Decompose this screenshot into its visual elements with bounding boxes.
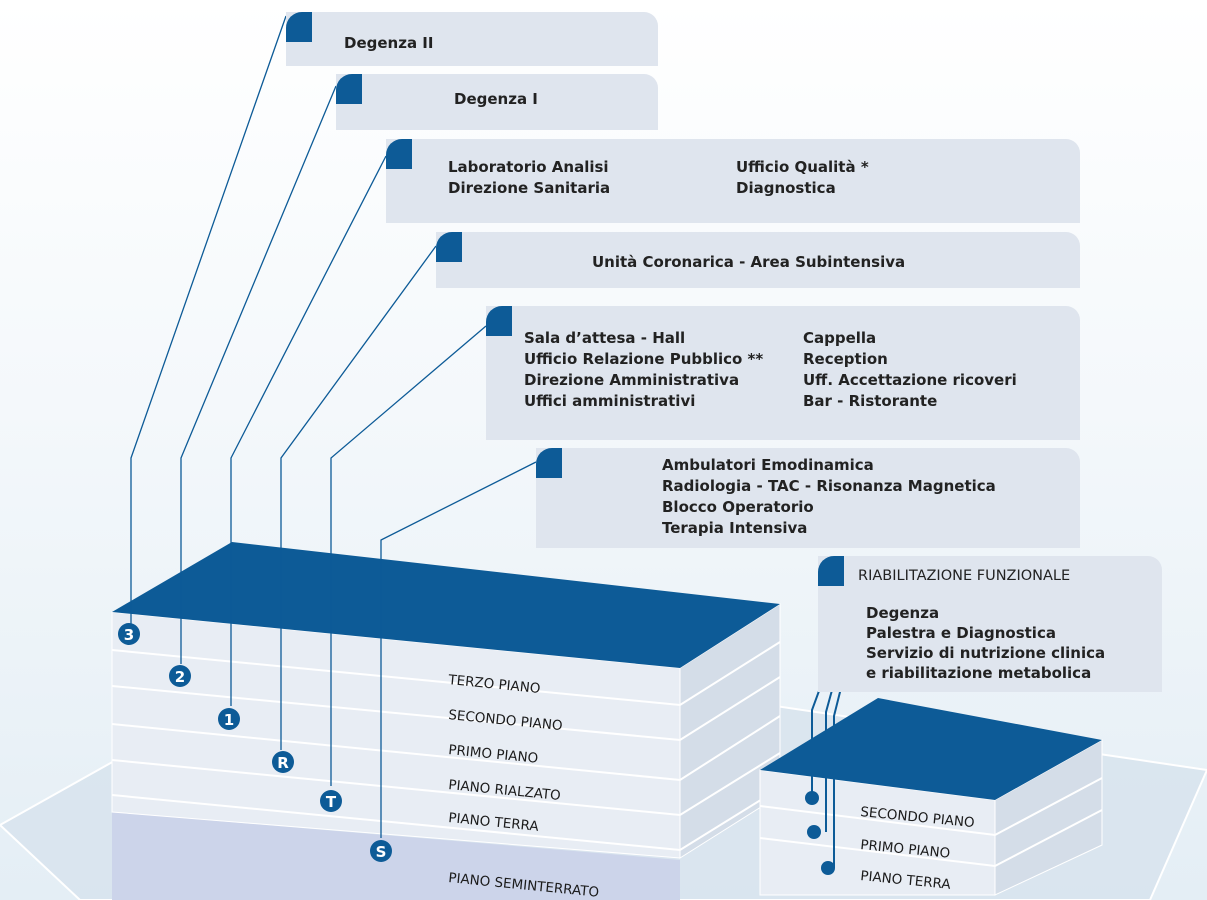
rehab-dot-terra bbox=[821, 861, 835, 875]
svg-text:2: 2 bbox=[175, 668, 185, 686]
panel-line: Degenza bbox=[866, 604, 940, 622]
svg-text:R: R bbox=[277, 754, 289, 772]
rehab-roof bbox=[760, 698, 1102, 800]
svg-text:T: T bbox=[326, 793, 337, 811]
main-building: TERZO PIANO SECONDO PIANO PRIMO PIANO PI… bbox=[111, 542, 781, 900]
panel-line: Terapia Intensiva bbox=[662, 519, 808, 537]
main-basement bbox=[112, 812, 680, 900]
panel-line: Ufficio Relazione Pubblico ** bbox=[524, 350, 764, 368]
panel-tab-icon bbox=[286, 12, 312, 42]
connector-lines bbox=[130, 15, 537, 838]
panel-text: Ambulatori Emodinamica Radiologia - TAC … bbox=[662, 455, 996, 539]
panel-line: Direzione Amministrativa bbox=[524, 371, 740, 389]
panel-line: Reception bbox=[803, 350, 888, 368]
panel-line: Laboratorio Analisi bbox=[448, 158, 609, 176]
rehab-end bbox=[994, 739, 1103, 896]
panel-line: Sala d’attesa - Hall bbox=[524, 329, 686, 347]
panel-text-right: Cappella Reception Uff. Accettazione ric… bbox=[803, 328, 1017, 412]
panel-title: Degenza II bbox=[344, 34, 434, 52]
panel-title: Unità Coronarica - Area Subintensiva bbox=[592, 253, 906, 271]
panel-tab-icon bbox=[336, 74, 362, 104]
panel-line: Direzione Sanitaria bbox=[448, 179, 611, 197]
svg-text:S: S bbox=[376, 843, 387, 861]
panel-tab-icon bbox=[486, 306, 512, 336]
floor-marker-2: 2 bbox=[169, 665, 191, 687]
svg-text:1: 1 bbox=[224, 711, 234, 729]
panel-primo-piano: Laboratorio Analisi Direzione Sanitaria … bbox=[386, 139, 1080, 223]
panel-line: Ufficio Qualità * bbox=[736, 158, 869, 176]
panel-text: Degenza Palestra e Diagnostica Servizio … bbox=[866, 603, 1105, 683]
panel-title: RIABILITAZIONE FUNZIONALE bbox=[858, 568, 1071, 584]
panel-piano-rialzato: Unità Coronarica - Area Subintensiva bbox=[436, 232, 1080, 288]
panel-line: Bar - Ristorante bbox=[803, 392, 938, 410]
panel-title: Degenza I bbox=[454, 90, 538, 108]
main-roof bbox=[112, 542, 780, 668]
panel-piano-terra: Sala d’attesa - Hall Ufficio Relazione P… bbox=[486, 306, 1080, 440]
panel-tab-icon bbox=[386, 139, 412, 169]
panel-degenza-1: Degenza I bbox=[336, 74, 658, 130]
panel-tab-icon bbox=[436, 232, 462, 262]
panel-text-left: Laboratorio Analisi Direzione Sanitaria bbox=[448, 157, 610, 199]
floor-marker-3: 3 bbox=[118, 623, 140, 645]
panel-line: Ambulatori Emodinamica bbox=[662, 456, 874, 474]
panel-line: Diagnostica bbox=[736, 179, 836, 197]
panel-line: Cappella bbox=[803, 329, 877, 347]
panel-seminterrato: Ambulatori Emodinamica Radiologia - TAC … bbox=[536, 448, 1080, 548]
panel-line: Servizio di nutrizione clinica bbox=[866, 644, 1106, 662]
rehab-dot-secondo bbox=[805, 791, 819, 805]
panel-riabilitazione: RIABILITAZIONE FUNZIONALE Degenza Palest… bbox=[818, 556, 1162, 692]
panel-text-right: Ufficio Qualità * Diagnostica bbox=[736, 157, 869, 199]
rehab-dot-primo bbox=[807, 825, 821, 839]
panel-line: Palestra e Diagnostica bbox=[866, 624, 1056, 642]
panel-text-left: Sala d’attesa - Hall Ufficio Relazione P… bbox=[524, 328, 763, 412]
floor-marker-1: 1 bbox=[218, 708, 240, 730]
floor-marker-t: T bbox=[320, 790, 342, 812]
panel-line: Uffici amministrativi bbox=[524, 392, 696, 410]
svg-text:3: 3 bbox=[124, 626, 134, 644]
rehab-building: SECONDO PIANO PRIMO PIANO PIANO TERRA bbox=[759, 698, 1103, 896]
panel-line: e riabilitazione metabolica bbox=[866, 664, 1092, 682]
panel-line: Uff. Accettazione ricoveri bbox=[803, 371, 1017, 389]
panel-line: Blocco Operatorio bbox=[662, 498, 814, 516]
panel-tab-icon bbox=[536, 448, 562, 478]
floor-marker-r: R bbox=[272, 751, 294, 773]
floor-marker-s: S bbox=[370, 840, 392, 862]
panel-tab-icon bbox=[818, 556, 844, 586]
panel-degenza-2: Degenza II bbox=[286, 12, 658, 66]
panel-line: Radiologia - TAC - Risonanza Magnetica bbox=[662, 477, 996, 495]
